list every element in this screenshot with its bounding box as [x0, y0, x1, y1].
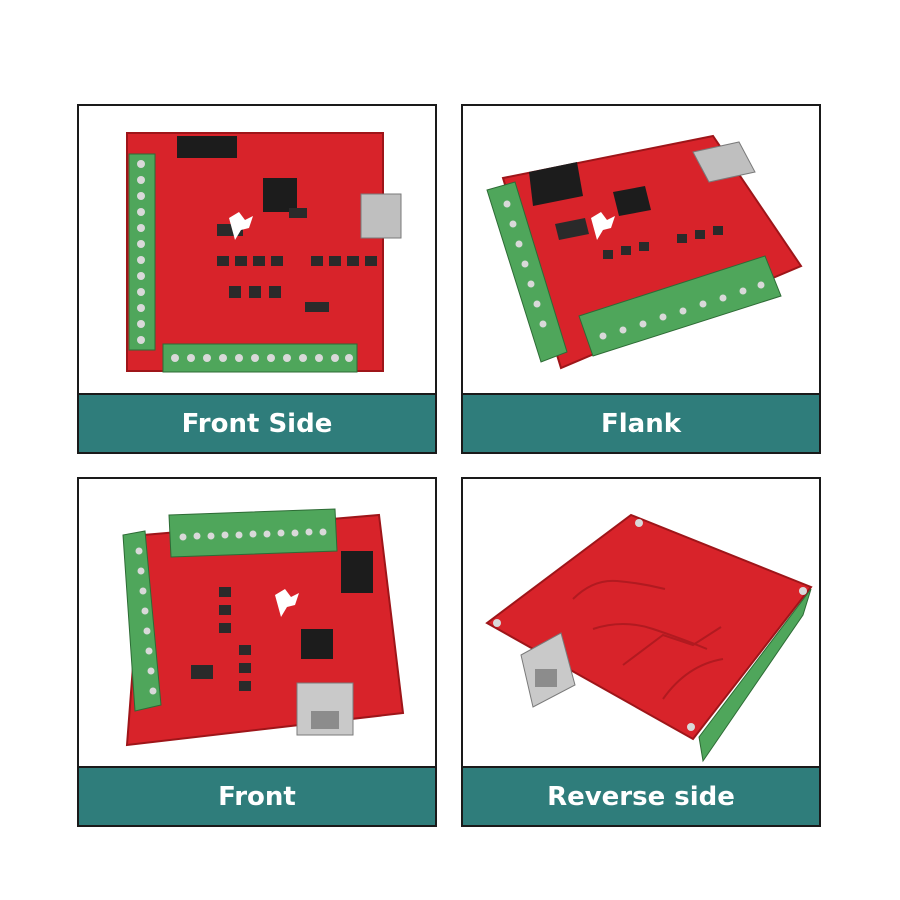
panel-flank: Flank [461, 104, 821, 454]
caption-flank: Flank [463, 393, 819, 452]
caption-reverse-side: Reverse side [463, 766, 819, 825]
board-illustration-front-angled [122, 508, 405, 747]
panel-front-side: Front Side [77, 104, 437, 454]
caption-front: Front [79, 766, 435, 825]
caption-front-side: Front Side [79, 393, 435, 452]
panel-front: Front [77, 477, 437, 827]
board-illustration-bottom [485, 513, 813, 763]
board-illustration-angled [486, 134, 803, 370]
board-illustration-top [126, 132, 402, 373]
panel-reverse-side: Reverse side [461, 477, 821, 827]
board-photo-reverse-side [463, 479, 819, 768]
board-photo-front-side [79, 106, 435, 395]
board-photo-flank [463, 106, 819, 395]
board-photo-front [79, 479, 435, 768]
